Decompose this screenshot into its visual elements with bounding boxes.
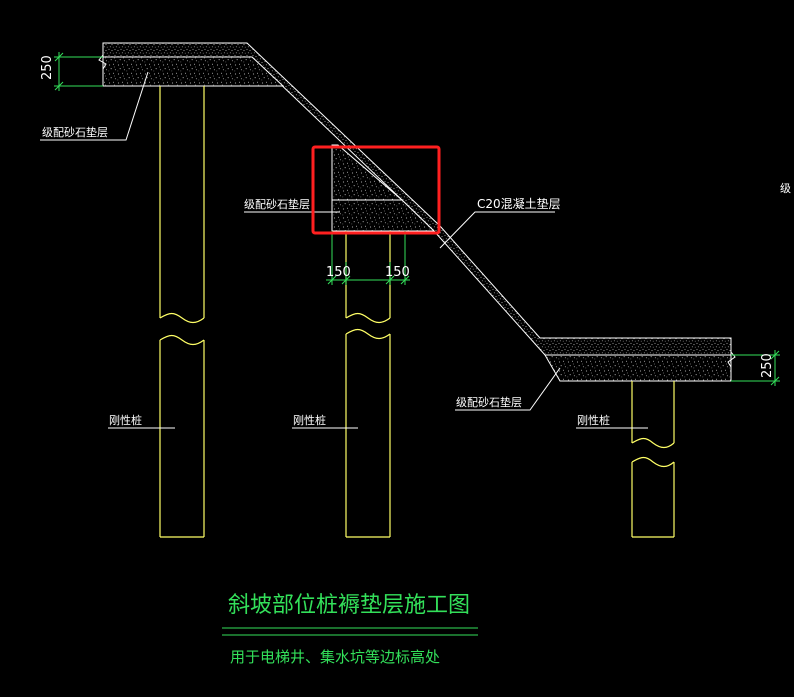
gravel-cushion-middle xyxy=(331,144,436,232)
label-pile-right: 刚性桩 xyxy=(577,413,610,427)
gravel-cushion-left xyxy=(102,56,285,87)
c20-concrete-layer xyxy=(102,42,732,356)
highlight-box xyxy=(311,145,441,235)
drawing-subtitle: 用于电梯井、集水坑等边标高处 xyxy=(230,648,440,666)
break-mark-right xyxy=(727,338,736,381)
dimension-thickness-right-text: 250 xyxy=(760,353,775,378)
dimension-thickness-left xyxy=(54,52,103,91)
dimension-thickness-left-text: 250 xyxy=(40,55,55,80)
label-c20-layer: C20混凝土垫层 xyxy=(477,196,561,211)
label-gravel-mid: 级配砂石垫层 xyxy=(244,197,310,211)
label-edge-cut: 级 xyxy=(780,182,791,195)
break-mark-left xyxy=(98,43,107,86)
dimension-thickness-right xyxy=(731,350,780,386)
label-gravel-bottom-right: 级配砂石垫层 xyxy=(456,395,522,409)
drawing-title: 斜坡部位桩褥垫层施工图 xyxy=(228,593,470,618)
leader-gravel-bottom-right xyxy=(455,367,561,411)
pile-right xyxy=(631,381,675,538)
dimension-offset-right-text: 150 xyxy=(385,265,410,280)
pile-middle xyxy=(345,231,391,538)
label-pile-left: 刚性桩 xyxy=(109,413,142,427)
pile-left xyxy=(159,86,205,538)
label-gravel-top-left: 级配砂石垫层 xyxy=(42,125,108,139)
dimension-offset-left-text: 150 xyxy=(326,265,351,280)
dimension-offset xyxy=(326,231,410,285)
leader-c20-layer xyxy=(439,211,555,249)
label-pile-mid: 刚性桩 xyxy=(293,413,326,427)
leader-gravel-top-left xyxy=(40,71,149,141)
gravel-cushion-right xyxy=(544,354,732,382)
